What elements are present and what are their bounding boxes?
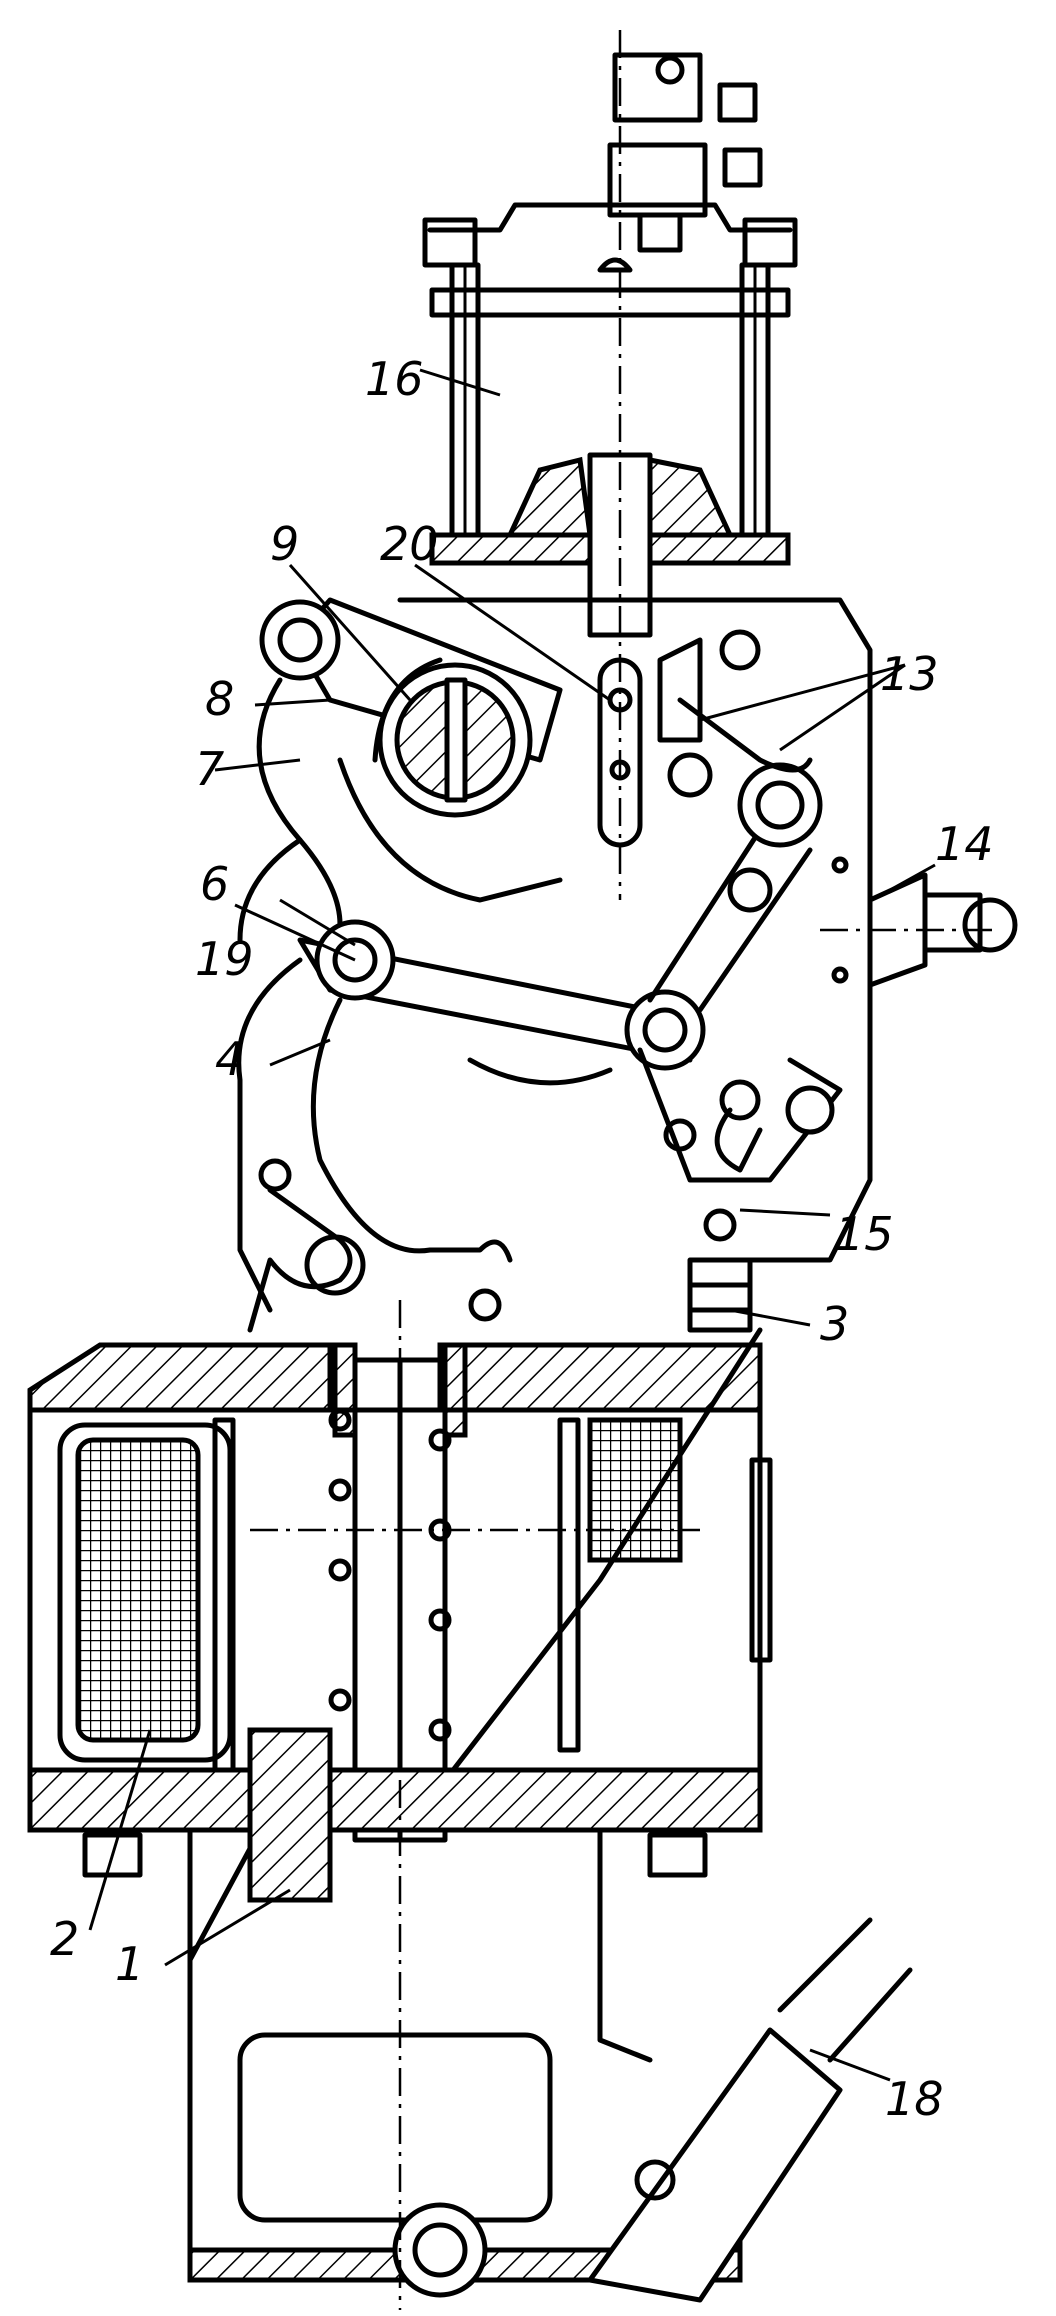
callout-2: 2 [50, 1912, 79, 1966]
callout-7: 7 [195, 742, 224, 796]
callout-14: 14 [935, 817, 994, 871]
callout-4: 4 [215, 1032, 244, 1086]
callout-20: 20 [380, 517, 439, 571]
callout-16: 16 [365, 352, 424, 406]
callout-15: 15 [835, 1207, 894, 1261]
center-axes [250, 30, 1000, 2310]
callout-1: 1 [115, 1937, 144, 1991]
callout-13: 13 [880, 647, 939, 701]
lower-housing [187, 1827, 913, 2303]
callout-19: 19 [195, 932, 254, 986]
callout-labels: 1 2 3 4 6 7 8 9 13 14 15 16 18 19 20 [50, 352, 994, 2126]
coil-assembly [27, 1327, 773, 1963]
cylinder-assembly [422, 52, 798, 638]
callout-9: 9 [270, 517, 299, 571]
lever-frame [236, 597, 1018, 1333]
callout-3: 3 [820, 1297, 849, 1351]
callout-18: 18 [885, 2072, 944, 2126]
callout-6: 6 [200, 857, 229, 911]
callout-leaders [88, 368, 936, 2082]
callout-8: 8 [205, 672, 234, 726]
